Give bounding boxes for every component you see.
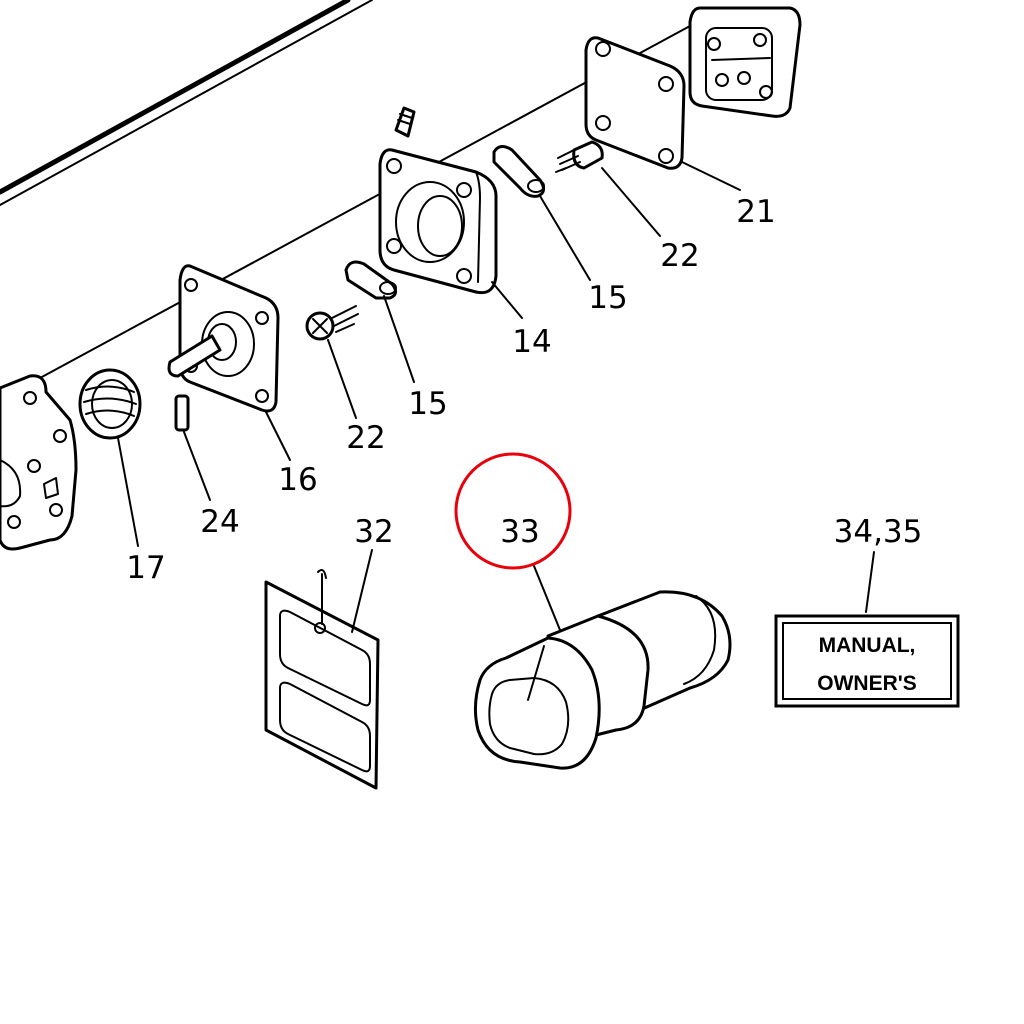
part-32-gasket-card <box>264 569 380 790</box>
part-14-pump-body <box>378 106 498 295</box>
callout-numbers: 21 22 15 14 15 22 16 24 17 32 33 34,35 <box>126 194 922 586</box>
part-21-gasket <box>584 36 686 170</box>
manual-label-line2: OWNER'S <box>817 672 917 695</box>
part-15-pin-lower <box>344 260 397 300</box>
leader-lines <box>117 161 875 633</box>
assembly-centerline <box>39 25 691 379</box>
part-15-pin-upper <box>492 145 545 198</box>
part-21-cover-plate <box>688 6 802 118</box>
callout-22-lower: 22 <box>346 420 385 456</box>
callout-24: 24 <box>200 504 239 540</box>
part-17-ring <box>78 368 142 440</box>
owners-manual-box: MANUAL, OWNER'S <box>774 614 960 708</box>
callout-34-35: 34,35 <box>834 514 923 550</box>
callout-22-upper: 22 <box>660 238 699 274</box>
part-33-adapter <box>473 590 732 770</box>
part-22-screw-upper <box>555 140 604 173</box>
callout-32: 32 <box>354 514 393 550</box>
callout-15-upper: 15 <box>588 280 627 316</box>
callout-33: 33 <box>500 514 539 550</box>
part-24-pin <box>174 394 190 432</box>
left-housing <box>0 374 78 551</box>
part-22-screw-lower <box>305 305 359 341</box>
highlight-circle <box>454 452 572 570</box>
part-16-plate <box>167 264 280 413</box>
callout-15-lower: 15 <box>408 386 447 422</box>
drive-shaft <box>0 0 373 206</box>
manual-label-line1: MANUAL, <box>819 634 916 657</box>
callout-17: 17 <box>126 550 165 586</box>
callout-16: 16 <box>278 462 317 498</box>
callout-14: 14 <box>512 324 551 360</box>
callout-21: 21 <box>736 194 775 230</box>
